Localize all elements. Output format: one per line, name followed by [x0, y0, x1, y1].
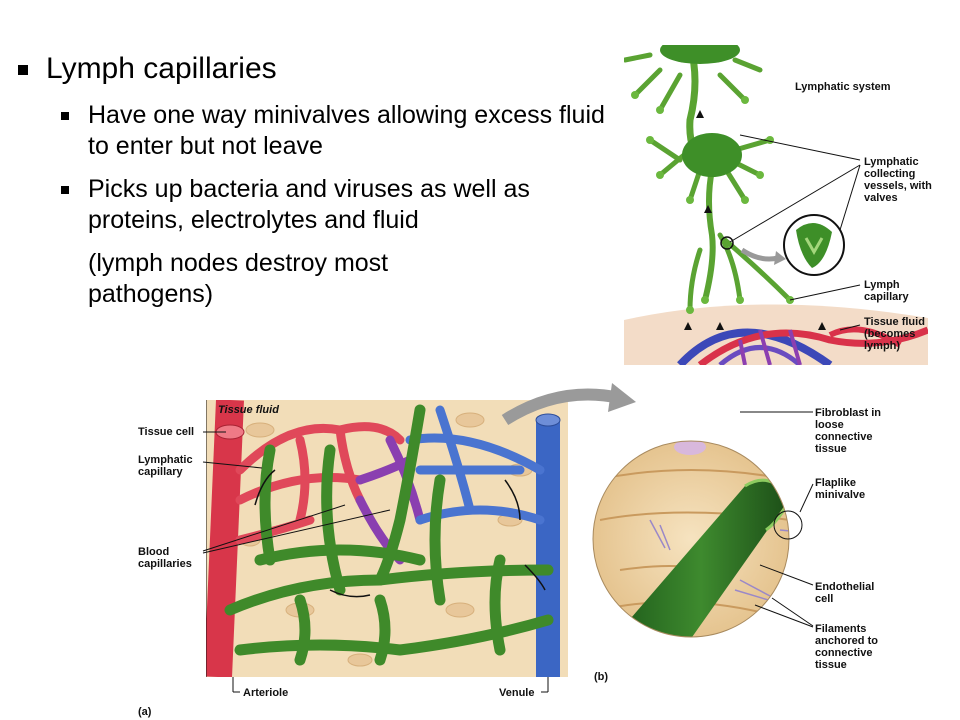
figure-a-leader-lines [202, 431, 549, 693]
label-endothelial-cell: Endothelial cell [815, 581, 875, 605]
label-fibroblast: Fibroblast in loose connective tissue [815, 407, 881, 455]
label-lymph-capillary: Lymph capillary [864, 279, 909, 303]
figure-a-capillary-bed [206, 400, 568, 677]
label-tissue-fluid: Tissue fluid [218, 404, 279, 416]
label-panel-a: (a) [138, 706, 152, 718]
bullet-list: Lymph capillaries Have one way minivalve… [16, 50, 616, 310]
lymphatic-system-figure [624, 45, 928, 365]
bullet-minivalves: Have one way minivalves allowing excess … [61, 100, 608, 162]
label-lymphatic-system: Lymphatic system [795, 81, 891, 93]
label-filaments: Filaments anchored to connective tissue [815, 623, 878, 671]
label-lymphatic-capillary: Lymphatic capillary [138, 454, 193, 478]
label-venule: Venule [499, 687, 535, 699]
label-arteriole: Arteriole [243, 687, 289, 699]
label-tissue-fluid-becomes-lymph: Tissue fluid (becomes lymph) [864, 316, 925, 352]
label-lymphatic-collecting-vessels: Lymphatic collecting vessels, with valve… [864, 156, 932, 204]
figure-b-leader-lines [740, 411, 814, 628]
figure-b-minivalve-closeup [593, 441, 789, 637]
bullet-lymph-capillaries: Lymph capillaries [16, 50, 616, 88]
label-blood-capillaries: Blood capillaries [138, 546, 192, 570]
label-flaplike-minivalve: Flaplike minivalve [815, 477, 866, 501]
bullet-lymph-nodes-note: (lymph nodes destroy most pathogens) [88, 249, 389, 308]
label-tissue-cell: Tissue cell [138, 426, 195, 438]
label-panel-b: (b) [594, 671, 609, 683]
bullet-picks-up-bacteria: Picks up bacteria and viruses as well as… [61, 174, 618, 236]
